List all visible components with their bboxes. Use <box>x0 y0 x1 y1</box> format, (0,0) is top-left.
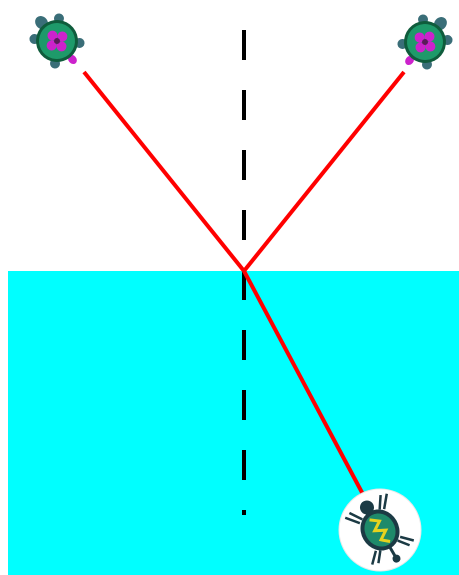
reflected-ray <box>244 72 404 271</box>
reflected-turtle-icon <box>390 5 459 78</box>
incident-turtle-icon <box>21 4 92 77</box>
incident-ray <box>84 72 244 271</box>
